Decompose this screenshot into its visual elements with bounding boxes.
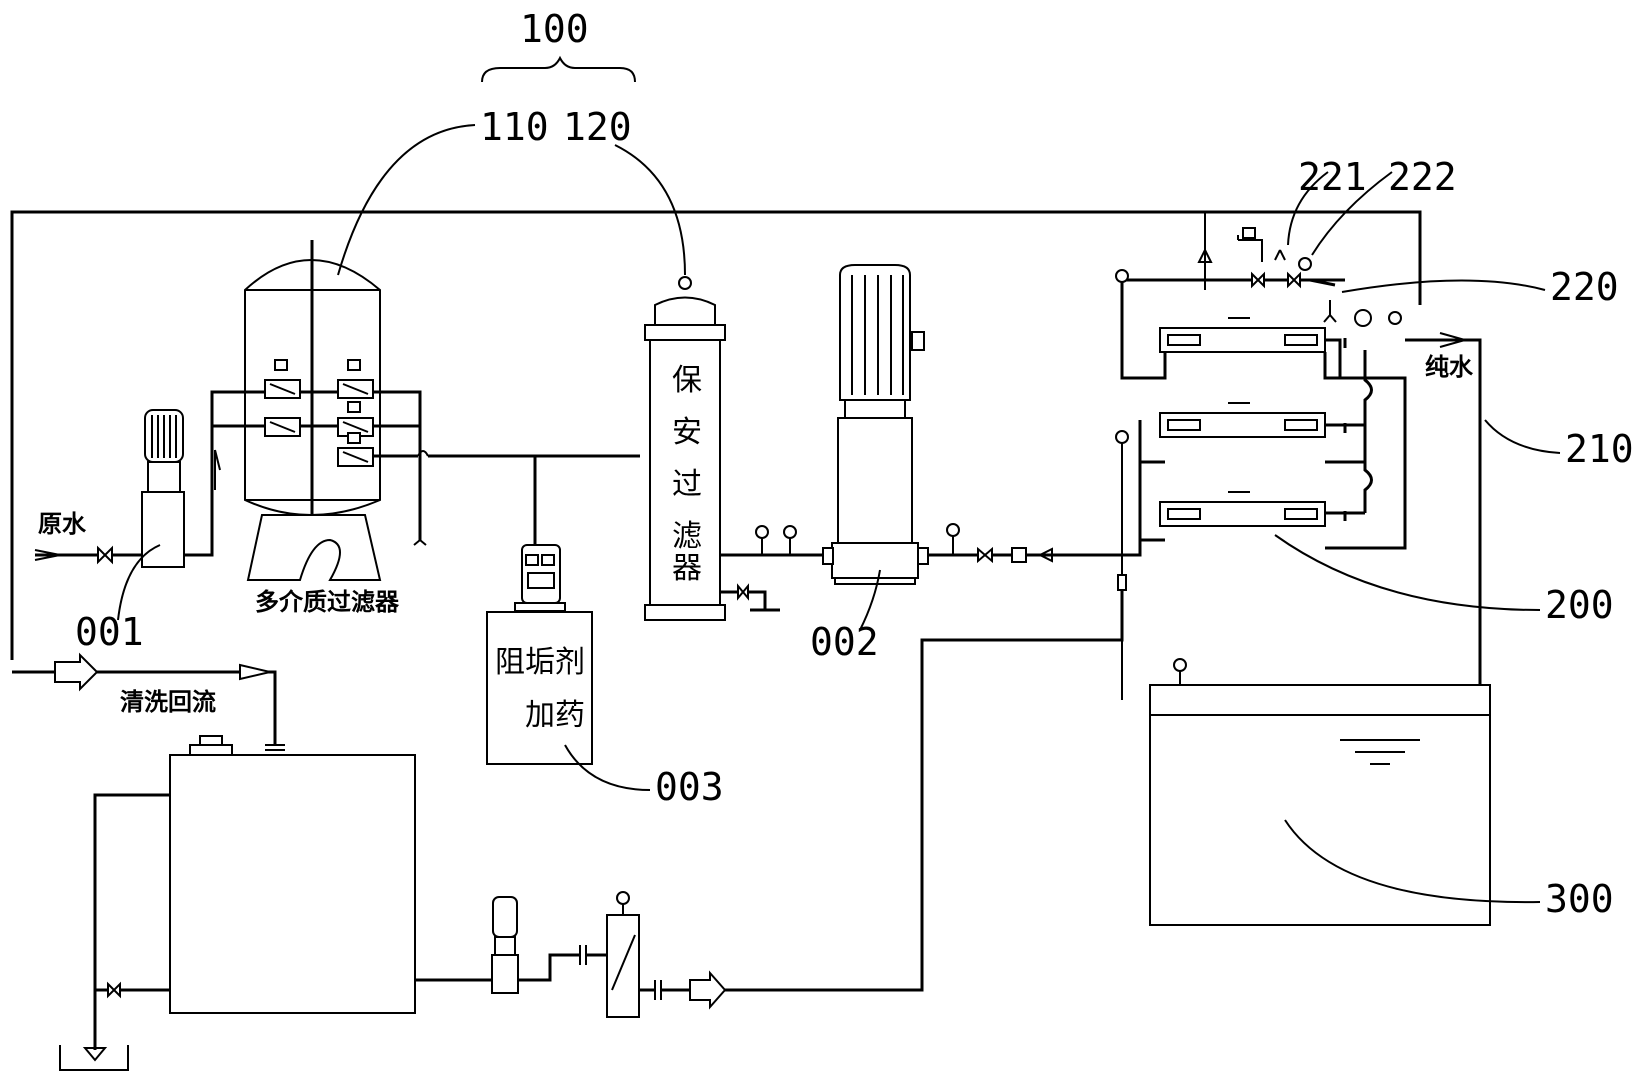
pure-water-tank-300: [1149, 658, 1491, 926]
inlet-valve-icon: [97, 545, 113, 565]
ref-220: 220: [1550, 265, 1619, 309]
ro-membrane-system-200: [1115, 269, 1407, 700]
pure-water-pipe: [1405, 338, 1482, 700]
flow-arrow-icon: [239, 663, 271, 681]
svg-text:保: 保: [672, 363, 702, 398]
svg-text:滤: 滤: [672, 519, 702, 554]
multimedia-filter-110: [212, 240, 640, 581]
ref-300: 300: [1545, 877, 1614, 921]
cleaning-pump: [415, 896, 587, 994]
ref-120: 120: [563, 105, 632, 149]
multimedia-filter-label: 多介质过滤器: [255, 588, 400, 616]
ref-100: 100: [520, 7, 589, 51]
antiscalant-label-1: 阻垢剂: [495, 645, 585, 680]
pure-water-label: 纯水: [1425, 353, 1474, 381]
security-filter-label: 保 安 过 滤 器: [672, 363, 702, 586]
ref-210: 210: [1565, 427, 1634, 471]
svg-text:安: 安: [672, 415, 702, 450]
svg-text:器: 器: [672, 551, 702, 586]
ref-002: 002: [810, 620, 879, 664]
cleaning-tank: [59, 735, 416, 1071]
ref-003: 003: [655, 765, 724, 809]
valve-group-220: [1197, 227, 1402, 327]
dosing-pump: [514, 544, 566, 612]
antiscalant-tank: [486, 611, 593, 765]
security-filter-120: [644, 276, 726, 621]
svg-text:过: 过: [672, 467, 702, 502]
cleaning-return-label: 清洗回流: [120, 688, 216, 716]
brace-100: [481, 55, 636, 83]
cleaning-return-pipe: [12, 670, 277, 745]
cleaning-cartridge-filter: [586, 590, 1124, 1018]
ref-221: 221: [1298, 155, 1367, 199]
pump-001: [141, 390, 250, 568]
ref-110: 110: [480, 105, 549, 149]
ref-222: 222: [1388, 155, 1457, 199]
pump-002: [822, 264, 929, 585]
ref-200: 200: [1545, 583, 1614, 627]
return-arrow-icon: [54, 652, 99, 692]
ref-001: 001: [75, 610, 144, 654]
raw-water-label: 原水: [38, 510, 87, 538]
antiscalant-label-2: 加药: [525, 698, 585, 733]
